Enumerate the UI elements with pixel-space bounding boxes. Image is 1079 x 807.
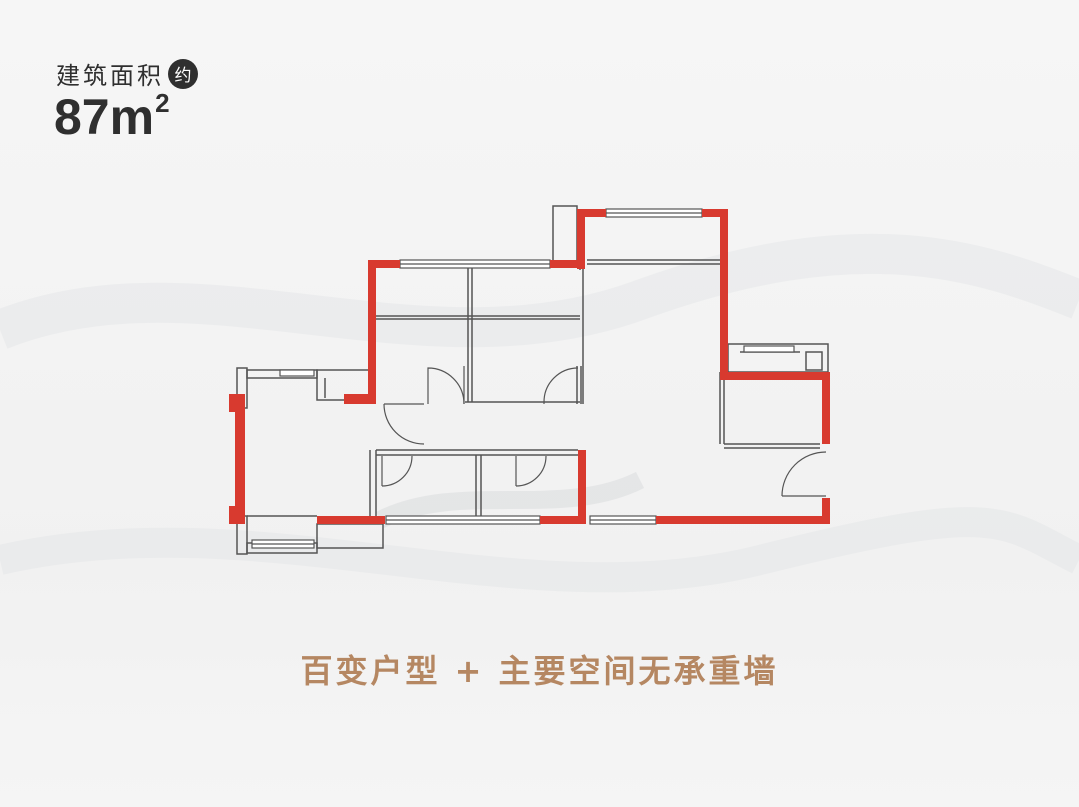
area-unit-superscript: 2 bbox=[155, 88, 170, 118]
partition-walls bbox=[236, 205, 829, 555]
area-value: 87m2 bbox=[54, 89, 170, 145]
area-label: 建筑面积 约 bbox=[56, 56, 198, 91]
bearing-walls bbox=[229, 209, 830, 524]
door-swings bbox=[381, 366, 827, 497]
area-label-text: 建筑面积 bbox=[56, 62, 164, 90]
approx-badge: 约 bbox=[168, 58, 198, 89]
area-value-number: 87m bbox=[54, 89, 155, 145]
slogan: 百变户型 + 主要空间无承重墙 bbox=[300, 652, 779, 690]
